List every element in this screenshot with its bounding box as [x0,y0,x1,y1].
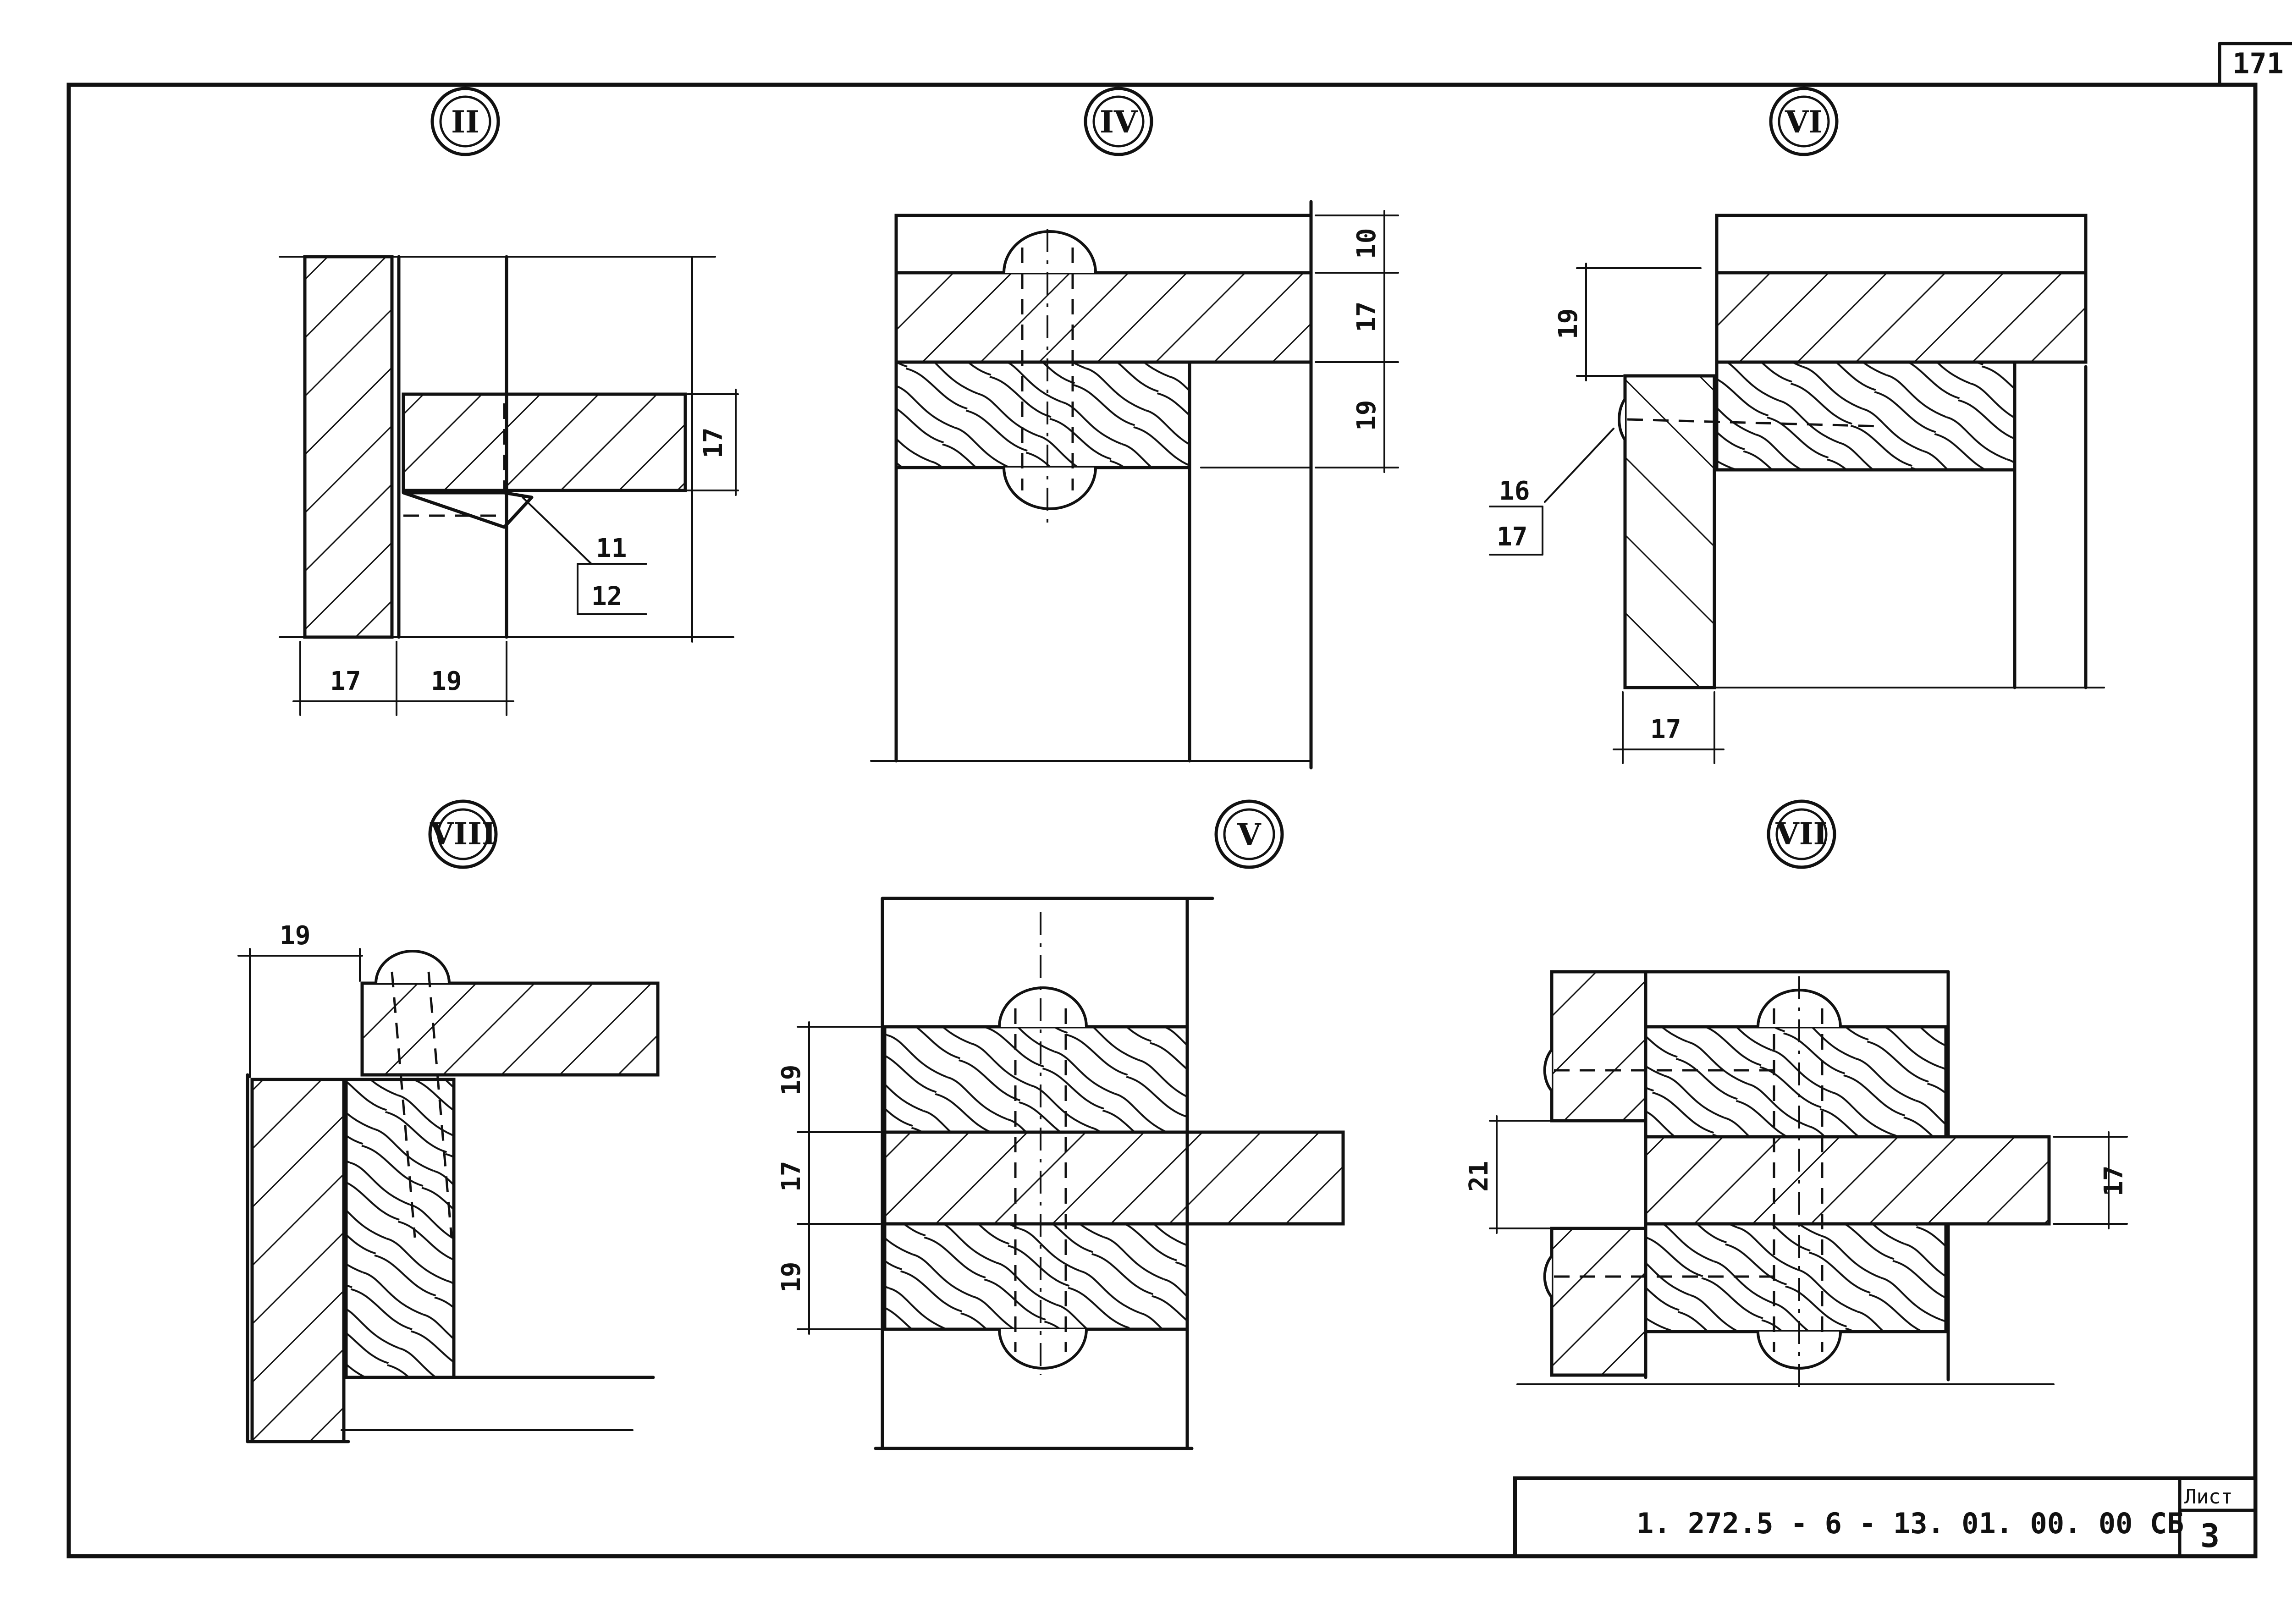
detail-roman-VII: VII [1775,816,1828,852]
dim-V-top: 19 [777,1065,806,1096]
dim-VII-right: 17 [2099,1166,2129,1196]
detail-roman-II: II [451,104,479,140]
dim-II-gap: 19 [431,666,462,696]
detail-roman-V: V [1237,817,1262,853]
dim-II-vertical: 17 [699,428,728,458]
callout-II-top: 11 [596,534,627,563]
drawing-code: 1. 272.5 - 6 - 13. 01. 00. 00 СБ [1636,1507,2184,1540]
detail-marker-VIII: VIII [428,799,498,869]
dim-II-wall: 17 [330,666,361,696]
page-number: 171 [2232,47,2284,80]
dim-IV-mid: 17 [1352,302,1382,332]
dim-VII-left: 21 [1464,1161,1494,1192]
detail-roman-VIII: VIII [430,816,496,852]
callout-II-bottom: 12 [591,582,622,611]
detail-VII: VII 21 17 [1464,799,2129,1389]
dim-V-mid: 17 [777,1161,806,1192]
dim-VIII-top: 19 [280,921,310,951]
sheet-number: 3 [2200,1517,2220,1555]
sheet-label: Лист [2184,1485,2233,1508]
dim-V-bottom: 19 [777,1262,806,1293]
detail-marker-VI: VI [1769,87,1839,156]
detail-marker-V: V [1214,799,1284,869]
callout-VI-top: 16 [1499,476,1530,506]
detail-roman-VI: VI [1785,104,1823,140]
detail-roman-IV: IV [1100,104,1138,140]
detail-II: II 17 17 19 11 12 [279,87,739,716]
detail-marker-IV: IV [1084,87,1153,156]
detail-VIII: VIII 19 [237,799,660,1443]
detail-IV: IV 10 17 19 [870,87,1399,770]
dim-VI-bottom: 17 [1650,715,1681,744]
detail-marker-II: II [430,87,500,156]
dim-IV-bottom: 19 [1352,400,1382,431]
callout-VI-bottom: 17 [1497,522,1527,552]
detail-VI: VI 19 17 16 17 [1489,87,2105,764]
detail-marker-VII: VII [1767,799,1836,869]
title-block: 1. 272.5 - 6 - 13. 01. 00. 00 СБ Лист 3 [1513,1476,2257,1558]
detail-V: V 19 17 19 [777,799,1345,1450]
dim-VI-top: 19 [1554,308,1583,339]
sheet-frame [66,83,2258,1558]
dim-IV-top: 10 [1352,228,1382,259]
